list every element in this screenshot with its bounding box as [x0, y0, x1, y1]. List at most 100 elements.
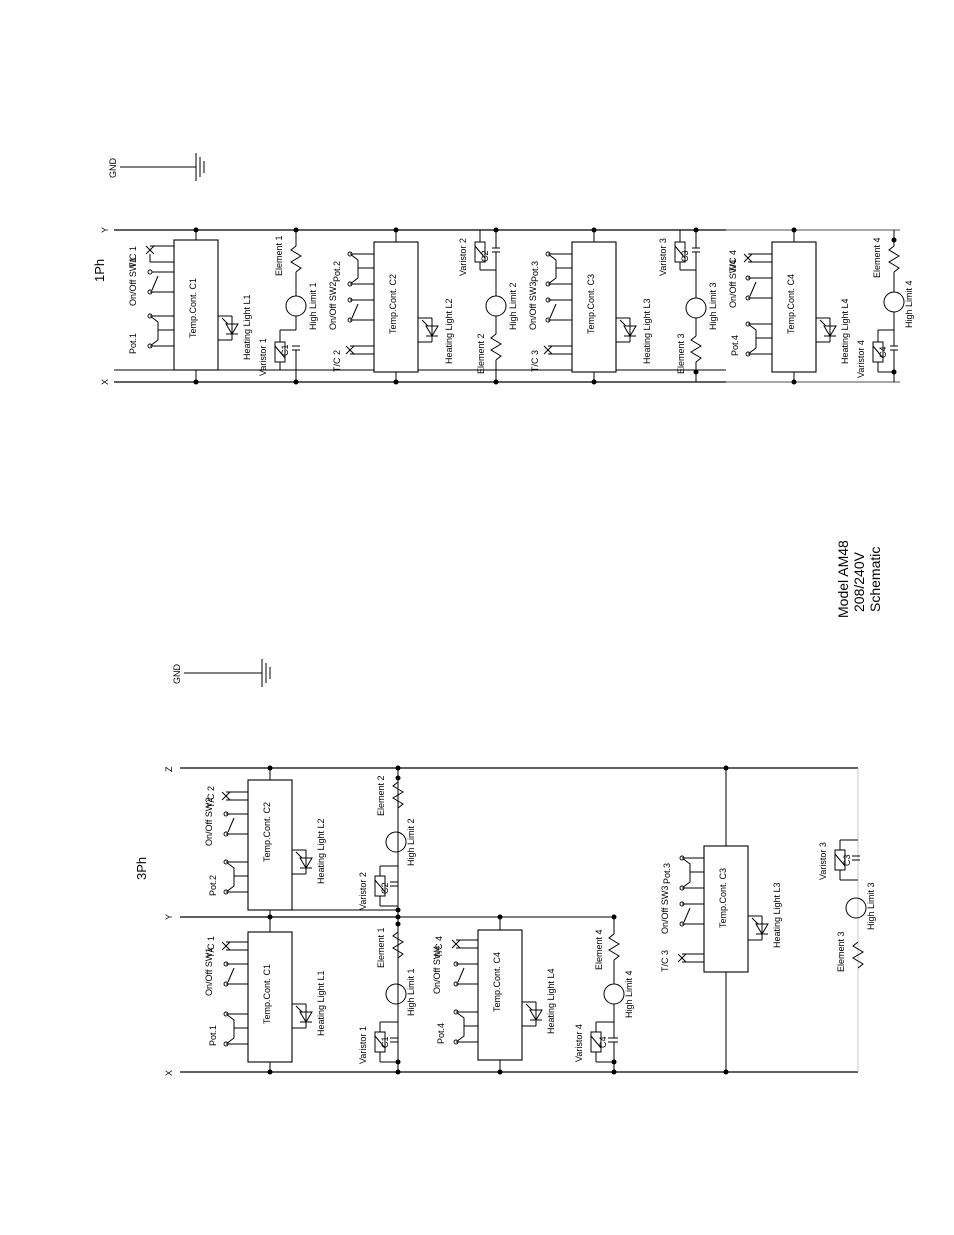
varistor-label: Varistor 1 [258, 338, 268, 376]
thermocouple-1ph-2: T/C 2 [332, 345, 374, 372]
thermocouple-3ph-1: T/C 1 [206, 936, 248, 958]
light-label: Heating Light L1 [316, 970, 326, 1036]
element-1ph-2: Element 2 [476, 333, 502, 382]
high-limit-3ph-2: High Limit 2 [385, 818, 416, 866]
tc-label: T/C 2 [332, 350, 342, 372]
element-3ph-4: Element 4 [594, 917, 620, 984]
schematic-title: Model AM48 208/240V Schematic [835, 540, 883, 618]
line-z-label: Z [164, 766, 174, 772]
single-phase-heading: 1Ph [92, 259, 107, 282]
light-label: Heating Light L3 [642, 298, 652, 364]
line-x-label: X [100, 379, 110, 385]
potentiometer-1ph-2: Pot.2 [332, 251, 374, 287]
single-phase-junctions [193, 227, 897, 385]
varistor-1ph-4: Varistor 4 C4 [856, 329, 898, 382]
switch-label: On/Off SW1 [128, 258, 138, 306]
light-label: Heating Light L2 [444, 298, 454, 364]
temp-controller-label: Temp.Cont. C2 [388, 274, 398, 334]
temp-controller-label: Temp.Cont. C1 [188, 278, 198, 338]
temp-controller-box [477, 929, 523, 1061]
high-limit-label: High Limit 3 [708, 282, 718, 330]
pot-label: Pot.2 [332, 261, 342, 282]
title-line-3: Schematic [867, 547, 883, 612]
potentiometer-1ph-4: Pot.4 [730, 321, 772, 357]
element-label: Element 3 [836, 931, 846, 972]
switch-label: On/Off SW3 [660, 886, 670, 934]
pot-label: Pot.2 [208, 875, 218, 896]
single-phase-line-y: Y [100, 227, 900, 233]
heating-light-1ph-1: Heating Light L1 [218, 294, 252, 360]
single-phase-line-x: X [100, 379, 900, 385]
gnd-label: GND [108, 158, 118, 179]
high-limit-1ph-2: High Limit 2 [485, 280, 518, 334]
tc-label: T/C 1 [128, 246, 138, 268]
heating-light-3ph-4: Heating Light L4 [522, 968, 556, 1034]
pot-label: Pot.1 [208, 1025, 218, 1046]
high-limit-1ph-1: High Limit 1 [285, 282, 318, 330]
temp-controller-box [771, 241, 817, 373]
light-label: Heating Light L3 [772, 882, 782, 948]
potentiometer-3ph-4: Pot.4 [436, 1009, 478, 1045]
high-limit-label: High Limit 4 [624, 970, 634, 1018]
tc-label: T/C 4 [728, 250, 738, 272]
high-limit-3ph-4: High Limit 4 [603, 970, 634, 1022]
single-phase-ground: GND [108, 153, 205, 181]
contact-label: C3 [680, 250, 690, 262]
temp-controller-box [703, 845, 749, 973]
light-label: Heating Light L2 [316, 818, 326, 884]
high-limit-3ph-1: High Limit 1 [385, 968, 416, 1016]
temp-controller-label: Temp.Cont. C4 [492, 952, 502, 1012]
tc-label: T/C 4 [434, 936, 444, 958]
varistor-3ph-2: Varistor 2 C2 [358, 865, 398, 910]
varistor-3ph-1: Varistor 1 C1 [358, 1021, 398, 1064]
title-line-2: 208/240V [851, 551, 867, 612]
temp-controller-label: Temp.Cont. C3 [586, 274, 596, 334]
element-label: Element 3 [676, 333, 686, 374]
varistor-label: Varistor 3 [818, 842, 828, 880]
varistor-label: Varistor 3 [658, 238, 668, 276]
gnd-label: GND [172, 664, 182, 685]
contact-label: C1 [280, 344, 290, 356]
three-phase-ground: GND [172, 659, 271, 687]
varistor-label: Varistor 2 [458, 238, 468, 276]
light-label: Heating Light L4 [840, 298, 850, 364]
tc-label: T/C 1 [206, 936, 216, 958]
switch-label: On/Off SW2 [328, 282, 338, 330]
high-limit-label: High Limit 1 [308, 282, 318, 330]
heating-light-3ph-1: Heating Light L1 [292, 970, 326, 1036]
contact-label: C4 [598, 1036, 608, 1048]
tc-label: T/C 2 [206, 786, 216, 808]
thermocouple-3ph-3: T/C 3 [660, 950, 704, 972]
heating-light-1ph-2: Heating Light L2 [418, 298, 454, 364]
on-off-switch-3ph-2: On/Off SW2 [204, 798, 248, 846]
controller-group-1ph-3: Temp.Cont. C3 Pot.3 On/Off SW3 T/C 3 [528, 229, 718, 382]
three-phase-line-z: Z [164, 766, 858, 772]
element-1ph-1: Element 1 [274, 230, 302, 282]
contact-label: C2 [480, 250, 490, 262]
pot-label: Pot.3 [530, 261, 540, 282]
pot-label: Pot.1 [128, 333, 138, 354]
pot-label: Pot.4 [730, 335, 740, 356]
controller-group-3ph-2: Temp.Cont. C2 T/C 2 On/Off SW2 Pot.2 [204, 768, 326, 917]
varistor-1ph-3: Varistor 3 C3 [658, 229, 700, 298]
element-label: Element 1 [274, 235, 284, 276]
three-phase-line-y: Y [164, 914, 398, 920]
temp-controller-box [571, 241, 617, 373]
on-off-switch-3ph-1: On/Off SW1 [204, 948, 248, 996]
pot-label: Pot.3 [662, 863, 672, 884]
controller-group-3ph-4: Temp.Cont. C4 T/C 4 On/Off SW4 Pot.4 [398, 916, 634, 1072]
heating-light-3ph-3: Heating Light L3 [748, 882, 782, 948]
three-phase-junctions [267, 765, 729, 1075]
pot-label: Pot.4 [436, 1023, 446, 1044]
light-label: Heating Light L1 [242, 294, 252, 360]
switch-label: On/Off SW1 [204, 948, 214, 996]
thermocouple-3ph-2: T/C 2 [206, 786, 248, 808]
thermocouple-3ph-4: T/C 4 [434, 936, 478, 958]
high-limit-1ph-3: High Limit 3 [685, 282, 718, 336]
switch-label: On/Off SW2 [204, 798, 214, 846]
on-off-switch-1ph-2: On/Off SW2 [328, 282, 374, 330]
varistor-label: Varistor 4 [856, 340, 866, 378]
three-phase-line-x: X [164, 1070, 858, 1076]
heating-light-1ph-3: Heating Light L3 [616, 298, 652, 364]
